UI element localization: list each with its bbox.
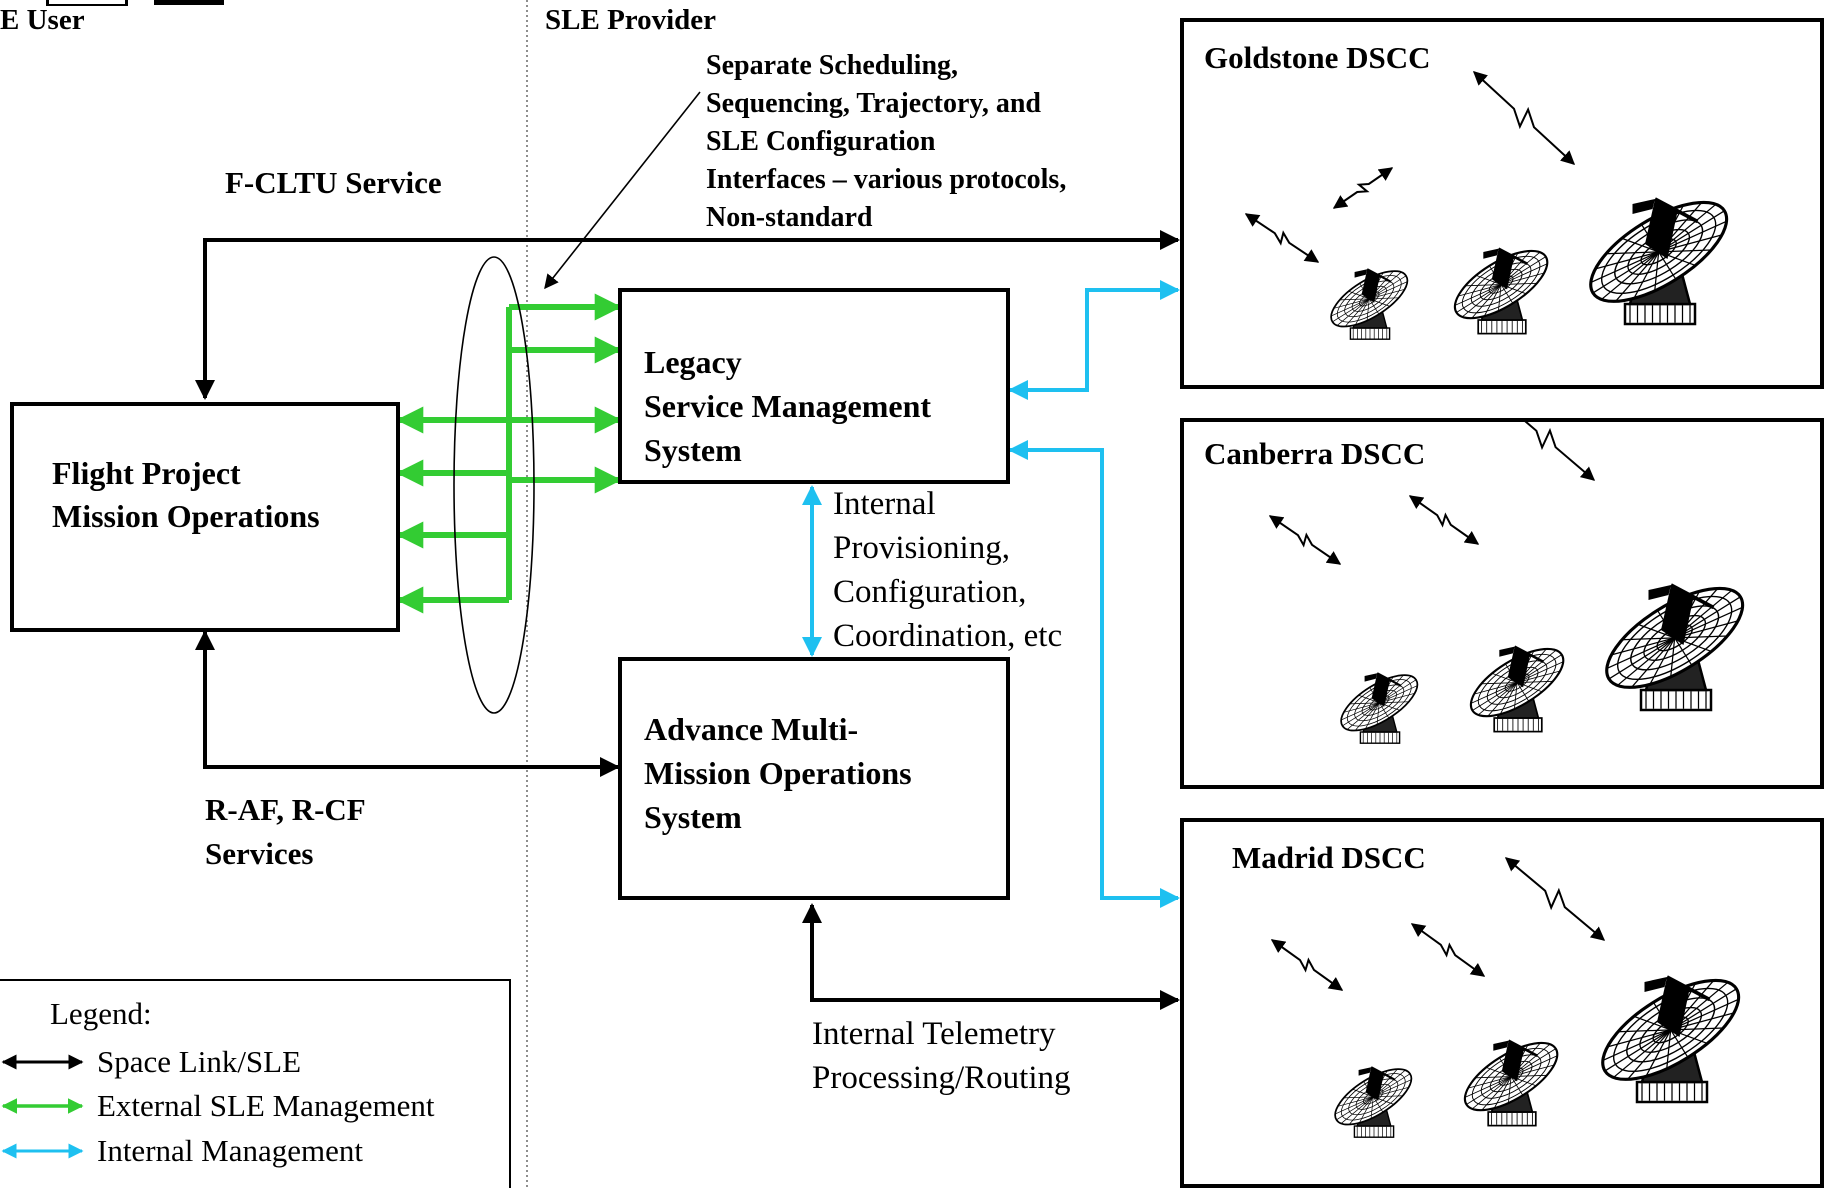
fcltu-label: F-CLTU Service — [225, 165, 442, 200]
separate-interfaces-note: Separate Scheduling, Sequencing, Traject… — [706, 50, 1067, 233]
antenna-dish-icon — [1605, 583, 1745, 712]
antenna-dish-icon — [1453, 247, 1549, 335]
goldstone-dscc-box: Goldstone DSCC — [1180, 18, 1824, 389]
legend-item-internal: Internal Management — [97, 1133, 363, 1168]
radio-link-icon — [1270, 939, 1344, 991]
antenna-dish-icon — [1340, 672, 1419, 744]
legend: Legend: Space Link/SLE External SLE Mana… — [0, 979, 511, 1188]
antenna-dish-icon — [1463, 1039, 1559, 1127]
raf-rcf-link — [195, 630, 620, 777]
legacy-goldstone-link — [1008, 280, 1180, 400]
radio-link-icon — [1268, 515, 1342, 565]
header-provider: SLE Provider — [545, 4, 717, 36]
radio-link-icon — [1472, 71, 1576, 165]
interface-ellipse — [453, 256, 535, 714]
antenna-dish-icon — [1589, 197, 1729, 326]
goldstone-antennas — [1244, 71, 1729, 340]
raf-rcf-label: R-AF, R-CF Services — [205, 792, 366, 871]
legend-title: Legend: — [50, 996, 152, 1031]
radio-link-icon — [1410, 923, 1486, 977]
internal-telemetry-label: Internal Telemetry Processing/Routing — [812, 1016, 1071, 1096]
madrid-title: Madrid DSCC — [1232, 840, 1426, 875]
legend-item-external-sle: External SLE Management — [97, 1088, 435, 1123]
internal-provisioning-label: Internal Provisioning, Configuration, Co… — [833, 486, 1063, 654]
radio-link-icon — [1496, 422, 1596, 481]
antenna-dish-icon — [1469, 645, 1565, 733]
fcltu-link — [195, 230, 1180, 400]
flight-project-box: Flight Project Mission Operations — [10, 402, 400, 632]
internal-telemetry-link — [802, 903, 1180, 1010]
madrid-dscc-box: Madrid DSCC — [1180, 818, 1824, 1188]
canberra-dscc-box: Canberra DSCC — [1180, 418, 1824, 789]
radio-link-icon — [1244, 213, 1320, 263]
external-sle-bus — [396, 293, 622, 614]
canberra-antennas — [1268, 422, 1745, 744]
antenna-dish-icon — [1601, 975, 1741, 1104]
advance-system-box: Advance Multi- Mission Operations System — [618, 657, 1010, 900]
top-left-fragment — [0, 0, 224, 6]
canberra-title: Canberra DSCC — [1204, 436, 1426, 471]
header-user: E User — [0, 4, 85, 36]
antenna-dish-icon — [1330, 268, 1409, 340]
annotation-pointer — [544, 91, 701, 290]
legacy-madrid-link — [1008, 440, 1180, 908]
radio-link-icon — [1504, 857, 1606, 941]
madrid-antennas — [1270, 857, 1741, 1138]
radio-link-icon — [1408, 495, 1480, 545]
antenna-dish-icon — [1334, 1066, 1413, 1138]
legacy-system-box: Legacy Service Management System — [618, 288, 1010, 484]
radio-link-icon — [1332, 167, 1394, 209]
goldstone-title: Goldstone DSCC — [1204, 40, 1431, 75]
legend-item-space-link: Space Link/SLE — [97, 1044, 302, 1079]
